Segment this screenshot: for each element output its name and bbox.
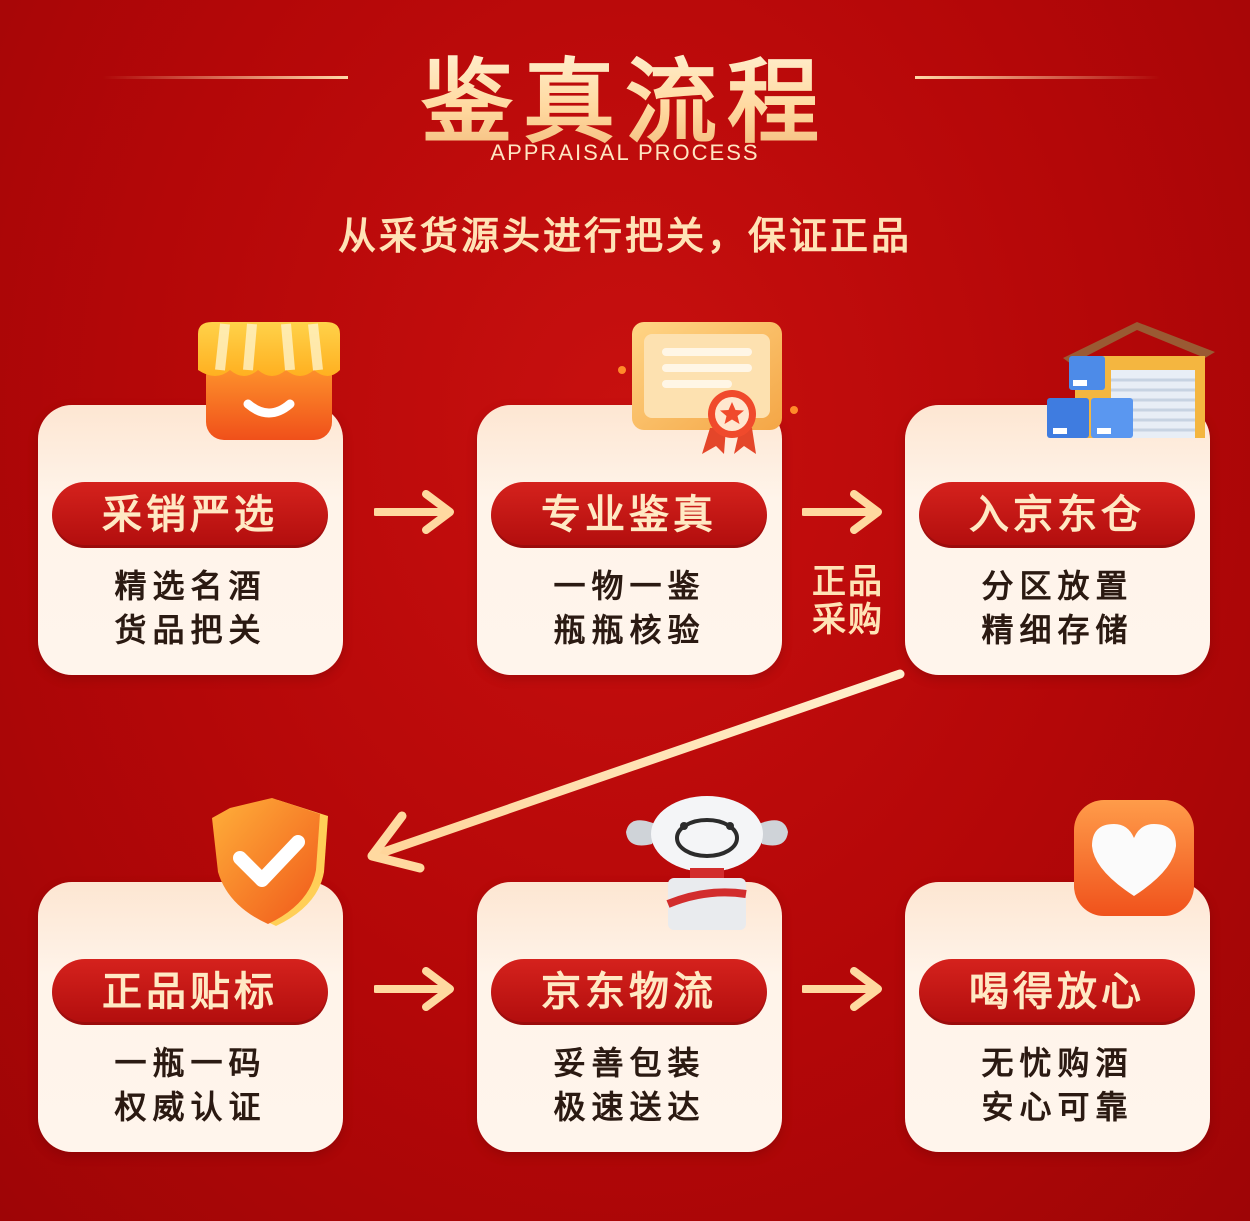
step-desc-line: 精细存储 — [981, 611, 1134, 649]
shop-icon — [198, 322, 340, 440]
step-desc-line: 极速送达 — [553, 1088, 706, 1126]
step-desc-line: 安心可靠 — [981, 1088, 1134, 1126]
step-desc-2: 一物一鉴 瓶瓶核验 — [477, 564, 782, 652]
shield-check-icon — [212, 798, 328, 926]
page-title: 鉴真流程 — [0, 28, 1250, 161]
connector-note-line: 采购 — [812, 600, 884, 640]
step-desc-6: 无忧购酒 安心可靠 — [905, 1041, 1210, 1129]
step-label-3: 入京东仓 — [919, 482, 1195, 548]
step-desc-line: 一物一鉴 — [553, 567, 706, 605]
page-tagline: 从采货源头进行把关，保证正品 — [337, 214, 912, 258]
page-subtitle: APPRAISAL PROCESS — [490, 140, 760, 165]
heart-icon — [1074, 800, 1194, 916]
step-desc-1: 精选名酒 货品把关 — [38, 564, 343, 652]
step-desc-line: 权威认证 — [114, 1088, 267, 1126]
step-desc-line: 无忧购酒 — [981, 1044, 1134, 1082]
connector-note-line: 正品 — [812, 562, 884, 602]
step-desc-3: 分区放置 精细存储 — [905, 564, 1210, 652]
flow-arrow-5-6 — [802, 967, 882, 1011]
title-divider-right — [915, 76, 1160, 79]
step-label-1: 采销严选 — [52, 482, 328, 548]
warehouse-icon — [1047, 322, 1215, 438]
step-label-4: 正品贴标 — [52, 959, 328, 1025]
flow-arrow-1-2 — [374, 490, 454, 534]
step-label-2: 专业鉴真 — [491, 482, 767, 548]
step-desc-line: 妥善包装 — [553, 1044, 706, 1082]
step-label-5: 京东物流 — [491, 959, 767, 1025]
flow-arrow-4-5 — [374, 967, 454, 1011]
step-desc-4: 一瓶一码 权威认证 — [38, 1041, 343, 1129]
step-desc-5: 妥善包装 极速送达 — [477, 1041, 782, 1129]
step-desc-line: 瓶瓶核验 — [553, 611, 706, 649]
flow-arrow-2-3 — [802, 490, 882, 534]
step-desc-line: 精选名酒 — [114, 567, 267, 605]
step-desc-line: 一瓶一码 — [114, 1044, 267, 1082]
step-label-6: 喝得放心 — [919, 959, 1195, 1025]
step-desc-line: 货品把关 — [114, 611, 267, 649]
title-divider-left — [103, 76, 348, 79]
connector-note: 正品 采购 — [800, 563, 896, 639]
step-desc-line: 分区放置 — [981, 567, 1134, 605]
jd-dog-mascot-icon — [626, 796, 788, 930]
certificate-icon — [618, 322, 798, 454]
flow-arrow-3-4 — [367, 669, 905, 873]
